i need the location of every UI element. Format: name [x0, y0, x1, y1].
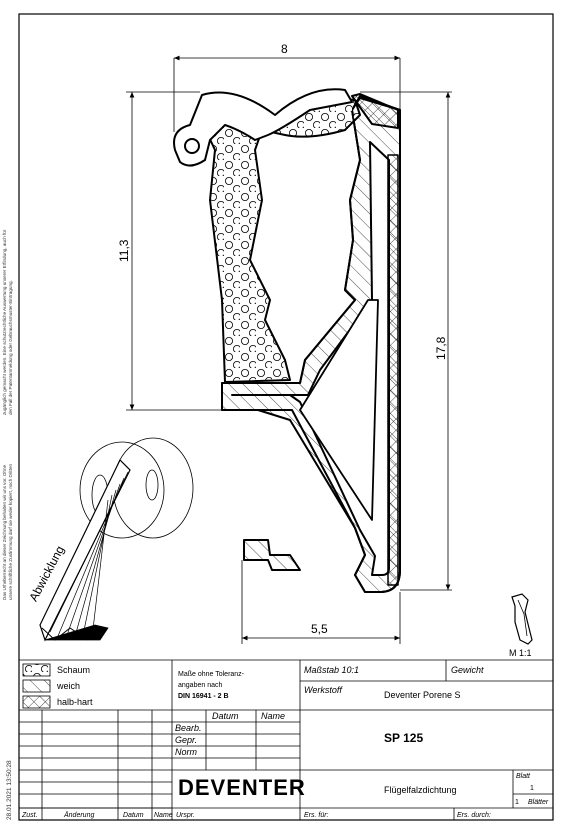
seal-hard-strip: [387, 154, 399, 586]
part-name: Flügelfalzdichtung: [384, 785, 457, 795]
footer-name: Name: [154, 812, 173, 819]
blatt-value: 1: [530, 785, 534, 792]
massstab: Maßstab 10:1: [304, 665, 360, 675]
tolerance-line-3: DIN 16941 - 2 B: [178, 693, 229, 700]
dim-height-right: 17,8: [434, 336, 448, 360]
sign-norm: Norm: [175, 747, 197, 757]
dim-width-bottom: 5,5: [311, 622, 328, 636]
footer-datum: Datum: [123, 812, 144, 819]
seal-lip: [173, 88, 353, 167]
footer-urspr: Urspr.: [176, 812, 195, 819]
legend-semi-hard: halb-hart: [57, 697, 93, 707]
company-logo: DEVENTER: [178, 775, 306, 800]
seal-foot: [243, 539, 301, 571]
unroll-sketch: [39, 437, 194, 642]
dim-width-top: 8: [281, 42, 288, 56]
footer-zust: Zust.: [22, 812, 38, 819]
sign-bearb: Bearb.: [175, 723, 202, 733]
dimension-lines: [126, 55, 452, 644]
date-stamp: 28.01.2021 13:50:28: [6, 760, 13, 820]
sign-datum: Datum: [212, 711, 239, 721]
scale-thumbnail: [511, 593, 533, 645]
seal-tip: [351, 93, 399, 129]
copyright-line-1: Das Urheberrecht an dieser Zeichnung beh…: [2, 464, 7, 600]
tolerance-line-2: angaben nach: [178, 682, 223, 689]
blaetter-value: 1: [515, 799, 519, 806]
blaetter-label: Blätter: [528, 799, 549, 806]
legend-soft: weich: [57, 681, 81, 691]
footer-ers-durch: Ers. durch:: [457, 812, 491, 819]
sign-gepr: Gepr.: [175, 735, 198, 745]
dim-height-left: 11,3: [117, 239, 131, 262]
title-block: [19, 659, 553, 820]
copyright-line-2: unsere schriftliche Zustimmung darf sie …: [8, 463, 13, 600]
werkstoff-value: Deventer Porene S: [384, 690, 461, 700]
sign-name: Name: [261, 711, 286, 721]
seal-profile: [173, 88, 401, 593]
thumb-scale: M 1:1: [509, 648, 532, 658]
gewicht-label: Gewicht: [451, 665, 484, 675]
copyright-line-4: den Fall der Patentanmeldung oder Gebrau…: [8, 280, 13, 415]
part-number: SP 125: [384, 731, 424, 745]
legend-foam: Schaum: [57, 665, 91, 675]
werkstoff-label: Werkstoff: [304, 685, 342, 695]
tolerance-line-1: Maße ohne Toleranz-: [178, 671, 245, 678]
blatt-label: Blatt: [516, 773, 531, 780]
footer-ers-fuer: Ers. für:: [304, 812, 329, 819]
footer-aenderung: Änderung: [64, 812, 95, 819]
copyright-line-3: zugänglich gemacht werden. Eine schutzre…: [2, 229, 7, 415]
